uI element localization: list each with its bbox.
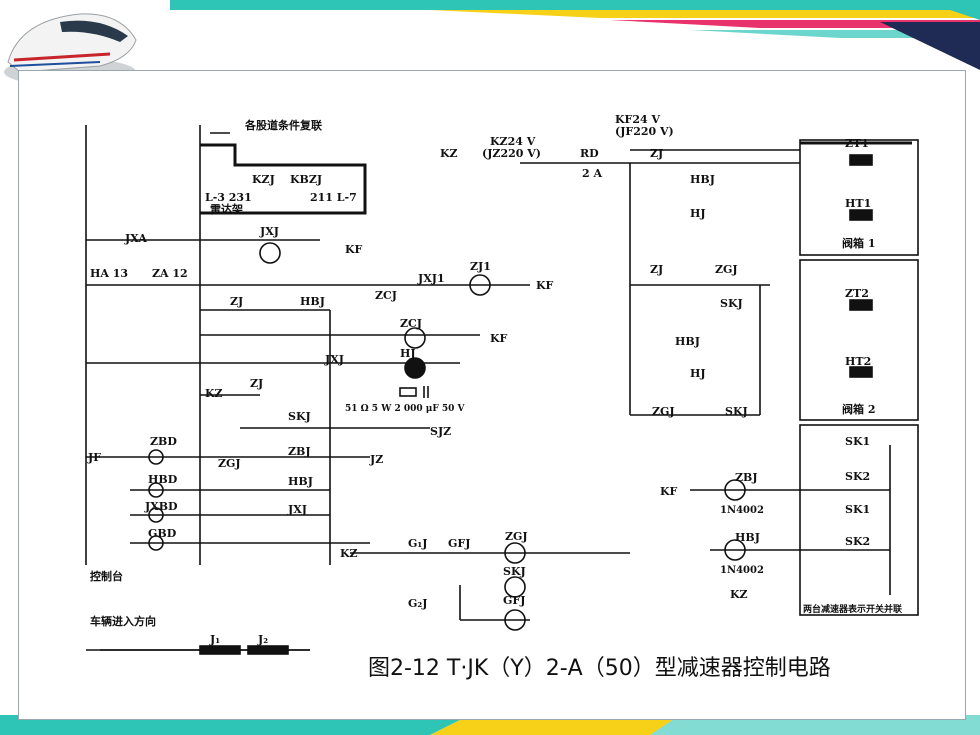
label-kzj: KZJ (252, 173, 275, 186)
label-jz: JZ (369, 453, 383, 466)
label-zt1: ZT1 (845, 137, 869, 150)
label-console: 控制台 (90, 569, 123, 583)
label-hj-3: HJ (690, 367, 706, 380)
label-gfj-2: GFJ (503, 594, 525, 607)
label-radar: 雷达架 (210, 202, 243, 216)
header-ribbons (170, 0, 980, 70)
label-l3: L-3 231 (205, 191, 252, 204)
label-kf24: KF24 V (615, 113, 661, 126)
label-jz220: (JZ220 V) (482, 147, 541, 160)
label-kz-4: KZ (730, 588, 748, 601)
label-zgj-3: ZGJ (715, 263, 738, 276)
label-parallel: 两台减速器表示开关并联 (803, 603, 903, 615)
label-kz-3: KZ (340, 547, 358, 560)
label-zbd: ZBD (150, 435, 177, 448)
label-ht2: HT2 (845, 355, 871, 368)
label-hj-2: HJ (690, 207, 706, 220)
circuit-diagram: 各股道条件复联 KZ24 V (JZ220 V) KZ KF24 V (JF22… (85, 113, 919, 655)
label-rd-2a: 2 A (582, 167, 602, 180)
label-skj-4: SKJ (725, 405, 748, 418)
label-jxj-3: JXJ (287, 503, 307, 516)
label-direction: 车辆进入方向 (90, 614, 156, 628)
label-diode-2: 1N4002 (720, 565, 764, 576)
label-rc: 51 Ω 5 W 2 000 μF 50 V (345, 404, 466, 414)
label-zgj-2: ZGJ (505, 530, 528, 543)
label-zj-2: ZJ (250, 377, 263, 390)
label-zj1: ZJ1 (470, 260, 491, 273)
label-diode-1: 1N4002 (720, 505, 764, 516)
label-kz24: KZ24 V (490, 135, 536, 148)
label-top-note: 各股道条件复联 (244, 118, 322, 132)
label-zt2: ZT2 (845, 287, 869, 300)
label-sjz: SJZ (430, 425, 451, 438)
label-kz-2: KZ (205, 387, 223, 400)
label-rd: RD (580, 147, 599, 160)
label-za: ZA 12 (152, 267, 188, 280)
label-sk1-1: SK1 (845, 435, 870, 448)
label-jxj1: JXJ1 (417, 272, 445, 285)
label-hbd: HBD (148, 473, 178, 486)
label-jxbd: JXBD (144, 500, 178, 513)
label-ha: HA 13 (90, 267, 128, 280)
label-zbj-2: ZBJ (735, 471, 758, 484)
label-hbj-4: HBJ (675, 335, 700, 348)
label-skj-3: SKJ (720, 297, 743, 310)
label-skj-2: SKJ (503, 565, 526, 578)
content-frame (18, 70, 966, 720)
label-zgj-1: ZGJ (218, 457, 241, 470)
label-jxj-2: JXJ (324, 353, 344, 366)
label-jf220: (JF220 V) (615, 125, 674, 138)
footer-ribbons (0, 715, 980, 735)
label-hbj-5: HBJ (735, 531, 760, 544)
label-kz: KZ (440, 147, 458, 160)
label-gbd: GBD (148, 527, 177, 540)
label-jxj: JXJ (259, 225, 279, 238)
label-kf-3: KF (490, 332, 508, 345)
label-skj-1: SKJ (288, 410, 311, 423)
label-jxa: JXA (124, 232, 147, 245)
label-kf-1: KF (345, 243, 363, 256)
label-g1j: G₁J (408, 537, 427, 550)
label-zbj-1: ZBJ (288, 445, 311, 458)
label-j1: J₁ (209, 633, 220, 646)
label-hj: HJ (400, 347, 416, 360)
label-hbj-2: HBJ (288, 475, 313, 488)
figure-caption: 图2-12 T·JK（Y）2-A（50）型减速器控制电路 (368, 656, 831, 681)
label-valvebox2: 阀箱 2 (842, 402, 875, 416)
label-zcj-2: ZCJ (400, 317, 422, 330)
label-zgj-4: ZGJ (652, 405, 675, 418)
label-kf-2: KF (536, 279, 554, 292)
label-l7: 211 L-7 (310, 191, 357, 204)
label-g2j: G₂J (408, 597, 427, 610)
label-zj-1: ZJ (230, 295, 243, 308)
label-zj-4: ZJ (650, 263, 663, 276)
label-zcj-1: ZCJ (375, 289, 397, 302)
label-kf-4: KF (660, 485, 678, 498)
label-j2: J₂ (257, 633, 268, 646)
label-ht1: HT1 (845, 197, 871, 210)
label-jf: JF (87, 451, 101, 464)
label-sk1-2: SK1 (845, 503, 870, 516)
label-sk2-1: SK2 (845, 470, 870, 483)
label-hbj-3: HBJ (690, 173, 715, 186)
label-zj-3: ZJ (650, 147, 663, 160)
label-kbzj: KBZJ (290, 173, 322, 186)
label-gfj-1: GFJ (448, 537, 470, 550)
label-valvebox1: 阀箱 1 (842, 236, 875, 250)
label-sk2-2: SK2 (845, 535, 870, 548)
label-hbj-1: HBJ (300, 295, 325, 308)
